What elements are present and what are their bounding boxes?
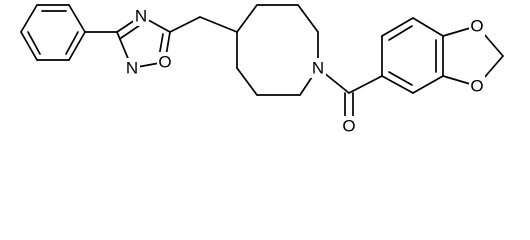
phenyl-ring (20, 4, 86, 61)
piperidine-ring (236, 4, 319, 96)
atom-o1-label: O (158, 53, 171, 72)
bond (236, 4, 258, 33)
bond (65, 31, 79, 55)
atom-n4-label: N (135, 7, 147, 26)
methylene-piperidine-bond (199, 16, 238, 33)
bond (68, 31, 86, 61)
atom-carbonyl-o-label: O (342, 117, 355, 136)
structure-diagram: N N O N O O O (20, 4, 504, 136)
bond (412, 17, 444, 37)
bond (20, 31, 38, 61)
atom-dioxole-o-top-label: O (470, 17, 483, 36)
bond (68, 4, 86, 33)
benzodioxole-benzene-ring (381, 17, 444, 94)
bond (27, 31, 41, 55)
atom-piperidine-n-label: N (312, 59, 324, 78)
carbonyl-aryl-bond (348, 75, 383, 94)
bonds (20, 4, 504, 121)
bond (381, 17, 414, 37)
bond (388, 71, 413, 86)
atom-labels: N N O N O O O (124, 6, 485, 136)
bond (20, 4, 38, 33)
bond (236, 67, 258, 96)
bond (412, 75, 444, 94)
atom-n2-label: N (126, 59, 138, 78)
atom-dioxole-o-bottom-label: O (470, 77, 483, 96)
oxadiazole-methylene-bond (169, 16, 201, 33)
bond (297, 4, 319, 33)
bond (388, 25, 413, 41)
bond (381, 75, 414, 94)
